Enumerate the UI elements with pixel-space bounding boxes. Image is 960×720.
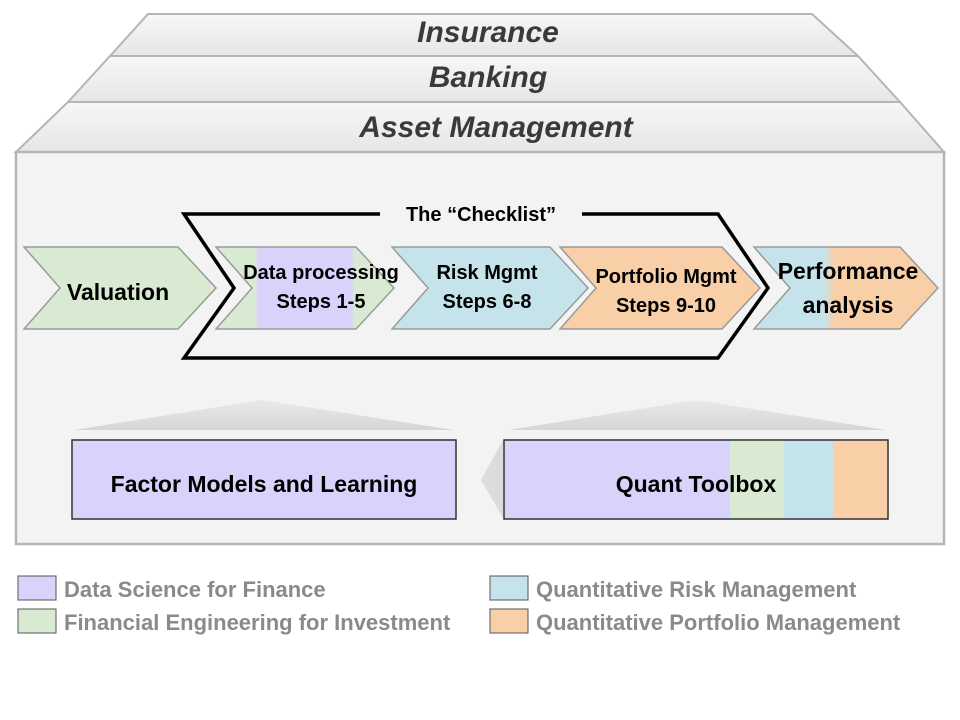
- asset-management-label: Asset Management: [358, 111, 634, 144]
- checklist-title: The “Checklist”: [406, 204, 556, 226]
- legend-label-portfolio-management: Quantitative Portfolio Management: [536, 610, 901, 635]
- portfolio-mgmt-steps: Steps 9-10: [616, 295, 716, 317]
- performance-step: [752, 246, 940, 330]
- data-processing-label: Data processing: [243, 262, 399, 284]
- factor-models-box: [71, 439, 457, 520]
- left-arrow-icon: [481, 440, 503, 518]
- valuation-label: Valuation: [67, 279, 169, 305]
- legend-swatch-risk-management: [489, 575, 529, 601]
- legend-label-data-science: Data Science for Finance: [64, 577, 326, 602]
- data-processing-step: [214, 246, 396, 330]
- legend-swatch-financial-engineering: [17, 608, 57, 634]
- quant-toolbox-label: Quant Toolbox: [616, 471, 777, 497]
- factor-models-roof: [74, 400, 454, 430]
- quant-toolbox-roof: [508, 400, 886, 430]
- legend-swatch-data-science: [17, 575, 57, 601]
- portfolio-mgmt-label: Portfolio Mgmt: [595, 266, 736, 288]
- checklist-bracket: [180, 212, 771, 360]
- performance-label-2: analysis: [803, 292, 894, 318]
- risk-mgmt-step: [390, 246, 590, 330]
- performance-label: Performance: [778, 258, 919, 284]
- legend-swatch-portfolio-management: [489, 608, 529, 634]
- risk-mgmt-steps: Steps 6-8: [443, 291, 532, 313]
- legend-label-risk-management: Quantitative Risk Management: [536, 577, 857, 602]
- data-processing-steps: Steps 1-5: [277, 291, 366, 313]
- quant-toolbox-box: [503, 439, 889, 520]
- insurance-label: Insurance: [417, 16, 559, 49]
- valuation-step: [22, 246, 218, 330]
- legend-label-financial-engineering: Financial Engineering for Investment: [64, 610, 451, 635]
- factor-models-label: Factor Models and Learning: [111, 471, 418, 497]
- risk-mgmt-label: Risk Mgmt: [436, 262, 537, 284]
- banking-label: Banking: [429, 61, 547, 94]
- portfolio-mgmt-step: [558, 246, 762, 330]
